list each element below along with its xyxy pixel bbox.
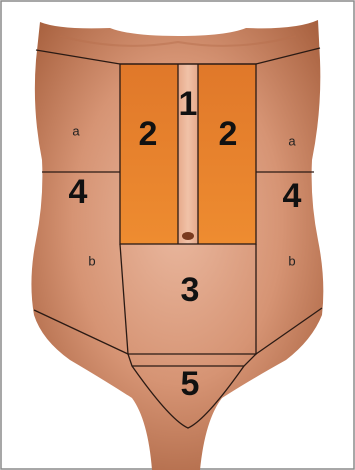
subzone-a-right-label: a (288, 133, 296, 148)
navel (182, 232, 194, 240)
zone-2-right-label: 2 (219, 115, 238, 153)
zone-1-label: 1 (179, 85, 198, 123)
zone-3-label: 3 (181, 271, 200, 309)
subzone-b-right-label: b (288, 253, 295, 268)
zone-2-right-panel (198, 64, 256, 244)
zone-5-label: 5 (181, 365, 200, 403)
zone-4-right-label: 4 (283, 177, 302, 215)
zone-2-left-label: 2 (139, 115, 158, 153)
zone-4-left-label: 4 (69, 173, 88, 211)
subzone-a-left-label: a (72, 123, 80, 138)
subzone-b-left-label: b (88, 253, 95, 268)
zone-2-left-panel (120, 64, 178, 244)
